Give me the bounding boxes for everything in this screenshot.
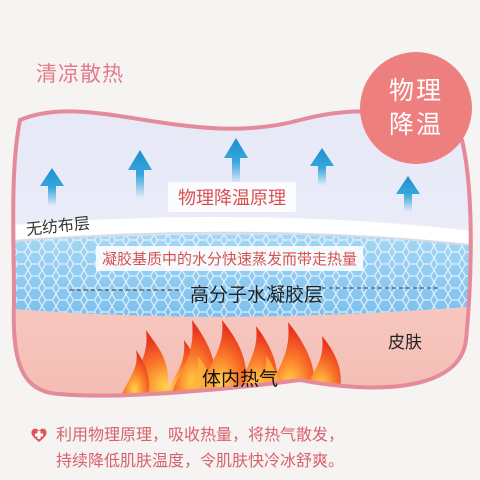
badge-line-1: 物理	[388, 76, 443, 105]
body-heat-label: 体内热气	[202, 368, 279, 390]
gel-description: 凝胶基质中的水分快速蒸发而带走热量	[96, 246, 364, 271]
footer-line-2: 持续降低肌肤温度，令肌肤快冷冰舒爽。	[56, 451, 345, 470]
physical-cooling-badge: 物理 降温	[360, 52, 472, 164]
footer-description: 利用物理原理，吸收热量，将热气散发， 持续降低肌肤温度，令肌肤快冷冰舒爽。	[30, 422, 344, 474]
badge-line-2: 降温	[388, 110, 443, 139]
gel-layer-label: 高分子水凝胶层	[190, 284, 324, 306]
footer-line-1: 利用物理原理，吸收热量，将热气散发，	[56, 425, 345, 444]
principle-label: 物理降温原理	[168, 182, 296, 212]
page-title: 清凉散热	[36, 62, 124, 86]
red-cross-heart-icon	[31, 428, 47, 442]
skin-label: 皮肤	[388, 333, 422, 353]
